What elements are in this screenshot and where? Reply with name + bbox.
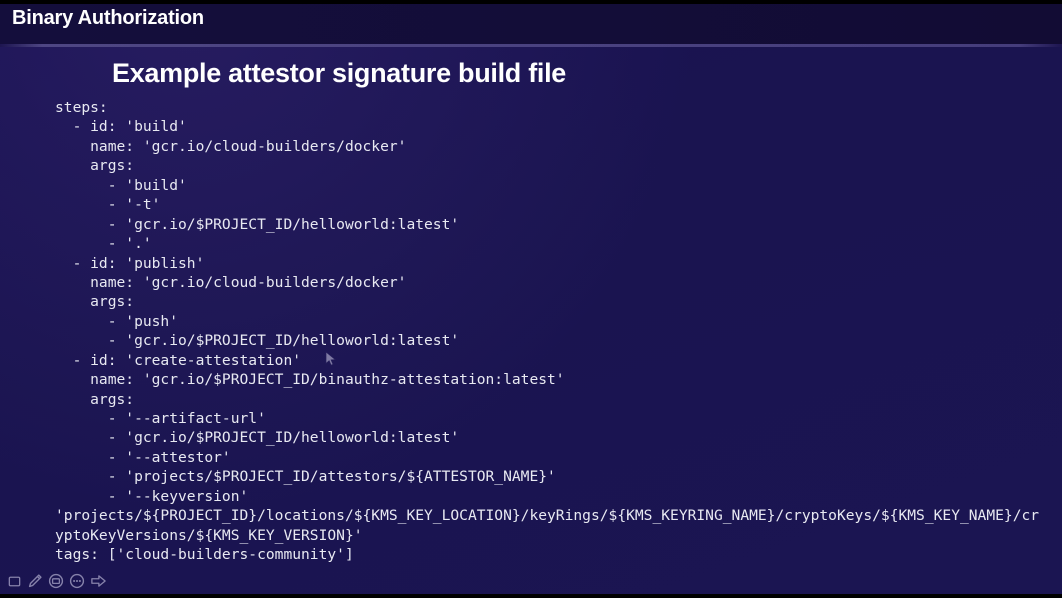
code-line: - 'projects/$PROJECT_ID/attestors/${ATTE…	[55, 468, 556, 486]
present-icon[interactable]	[46, 571, 66, 591]
code-line: - 'push'	[55, 312, 179, 330]
code-line: name: 'gcr.io/$PROJECT_ID/binauthz-attes…	[55, 371, 565, 389]
code-line: - 'gcr.io/$PROJECT_ID/helloworld:latest'	[55, 332, 460, 350]
code-block: steps: - id: 'build' name: 'gcr.io/cloud…	[55, 98, 1045, 565]
code-line: - '-t'	[55, 196, 161, 214]
next-slide-icon[interactable]	[88, 571, 108, 591]
letterbox-bottom	[0, 594, 1062, 598]
pen-icon[interactable]	[25, 571, 45, 591]
code-line-tags: tags: ['cloud-builders-community']	[55, 546, 354, 564]
more-options-icon[interactable]	[67, 571, 87, 591]
code-line: - 'build'	[55, 176, 187, 194]
header-divider	[0, 44, 1062, 47]
code-line: args:	[55, 390, 135, 408]
code-line: name: 'gcr.io/cloud-builders/docker'	[55, 137, 407, 155]
code-line: - '.'	[55, 235, 152, 253]
code-line: - id: 'publish'	[55, 254, 205, 272]
code-line: - '--keyversion'	[55, 487, 249, 505]
code-line-wrapped: 'projects/${PROJECT_ID}/locations/${KMS_…	[55, 507, 1040, 544]
code-line: - 'gcr.io/$PROJECT_ID/helloworld:latest'	[55, 215, 460, 233]
code-line: - id: 'create-attestation'	[55, 351, 302, 369]
code-line: name: 'gcr.io/cloud-builders/docker'	[55, 273, 407, 291]
header-title: Binary Authorization	[12, 7, 204, 29]
code-line: - '--attestor'	[55, 448, 231, 466]
page-title: Example attestor signature build file	[112, 58, 567, 88]
presenter-toolbar[interactable]	[2, 570, 110, 592]
slide-header: Binary Authorization	[0, 4, 1062, 44]
pointer-icon[interactable]	[4, 571, 24, 591]
letterbox-top	[0, 0, 1062, 4]
code-line: - 'gcr.io/$PROJECT_ID/helloworld:latest'	[55, 429, 460, 447]
code-line: args:	[55, 157, 135, 175]
mouse-pointer-icon	[325, 351, 339, 367]
code-line: args:	[55, 293, 135, 311]
code-line: - id: 'build'	[55, 118, 187, 136]
slide-canvas: Binary Authorization Example attestor si…	[0, 4, 1062, 594]
code-line: - '--artifact-url'	[55, 410, 266, 427]
code-line: steps:	[55, 99, 108, 116]
